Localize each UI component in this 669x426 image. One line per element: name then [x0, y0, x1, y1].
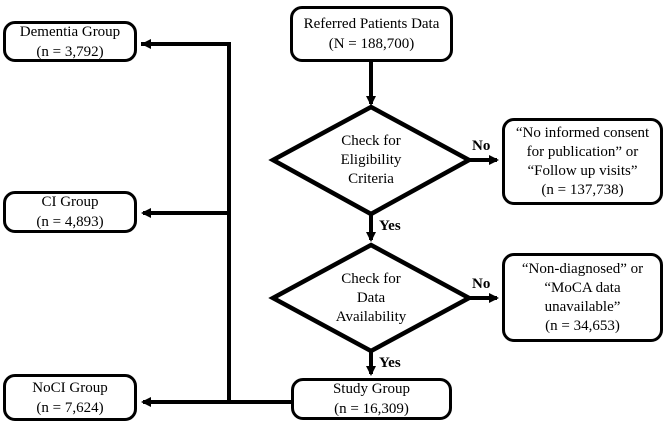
node-noci-group: NoCI Group (n = 7,624)	[3, 374, 137, 421]
node-count: (n = 16,309)	[334, 401, 409, 417]
availability-decision-label: Check for Data Availability	[335, 271, 407, 325]
availability-no-label: No	[472, 276, 491, 292]
node-label: Referred Patients Data	[303, 16, 440, 32]
node-count: (n = 3,792)	[36, 43, 104, 60]
arrow-branch-to-dementia	[141, 39, 231, 404]
node-label: CI Group	[41, 194, 99, 210]
node-label: “Non-diagnosed” or “MoCA data unavailabl…	[521, 260, 644, 315]
eligibility-decision-diamond	[268, 104, 474, 217]
node-label: Study Group	[332, 381, 411, 397]
node-ci-group: CI Group (n = 4,893)	[3, 191, 137, 233]
eligibility-yes-label: Yes	[379, 218, 401, 234]
node-study-group: Study Group (n = 16,309)	[291, 378, 452, 420]
node-label: “No informed consent for publication” or…	[515, 124, 650, 179]
eligibility-decision-label: Check for Eligibility Criteria	[340, 133, 402, 187]
node-count: (n = 7,624)	[36, 399, 104, 416]
node-dementia-group: Dementia Group (n = 3,792)	[3, 21, 137, 62]
node-label: NoCI Group	[32, 379, 108, 396]
node-count: (n = 137,738)	[541, 181, 624, 198]
node-label: Dementia Group	[19, 23, 121, 40]
node-referred-patients: Referred Patients Data (N = 188,700)	[290, 6, 453, 62]
node-count: (n = 34,653)	[545, 317, 620, 334]
availability-yes-label: Yes	[379, 355, 401, 371]
availability-decision-diamond	[268, 242, 474, 354]
eligibility-no-label: No	[472, 138, 491, 154]
node-excluded-availability: “Non-diagnosed” or “MoCA data unavailabl…	[502, 253, 663, 342]
node-count: (N = 188,700)	[328, 36, 415, 52]
node-excluded-eligibility: “No informed consent for publication” or…	[502, 118, 663, 205]
node-count: (n = 4,893)	[36, 214, 104, 230]
